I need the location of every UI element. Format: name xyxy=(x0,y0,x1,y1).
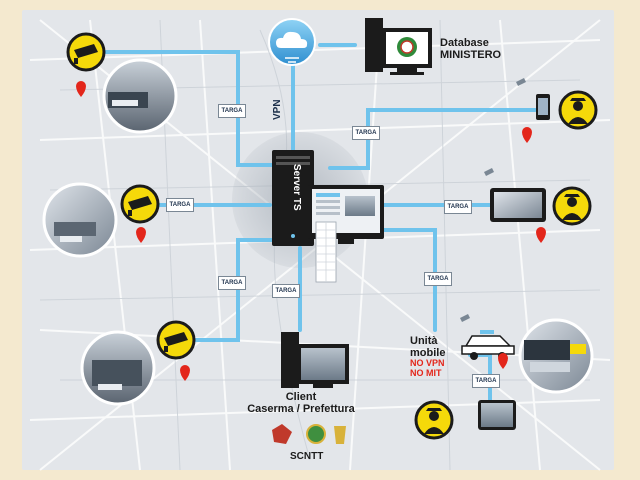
client-label: Client Caserma / Prefettura xyxy=(226,391,376,415)
server-label: Server TS xyxy=(291,164,302,211)
police-officer-badge-middle xyxy=(552,186,592,226)
vpn-label: VPN xyxy=(272,99,283,120)
police-officer-badge-top xyxy=(558,90,598,130)
database-label-line-2: MINISTERO xyxy=(440,48,502,61)
server-monitor xyxy=(308,185,384,283)
client-label-line-2: Caserma / Prefettura xyxy=(247,402,355,415)
database-computer-icon xyxy=(365,18,432,75)
cable-tag-5: TARGA xyxy=(352,126,380,140)
institution-emblems xyxy=(272,424,346,444)
tablet-mobile-unit xyxy=(478,400,516,430)
client-label-line-1: Client xyxy=(285,391,317,403)
server-ts-tower xyxy=(272,150,314,246)
cable-tag-2: TARGA xyxy=(166,198,194,212)
scntt-label: SCNTT xyxy=(290,451,324,462)
no-mit-label: NO MIT xyxy=(410,367,442,378)
cloud-vpn-icon xyxy=(268,18,316,66)
camera-photo-middle-left xyxy=(42,182,118,258)
cable-tag-7: TARGA xyxy=(424,272,452,286)
speed-camera-badge-top xyxy=(66,32,106,72)
cable-tag-6: TARGA xyxy=(444,200,472,214)
cable-tag-1: TARGA xyxy=(218,104,246,118)
mobile-phone-icon xyxy=(536,94,550,120)
speed-camera-badge-middle xyxy=(120,184,160,224)
speed-camera-badge-bottom xyxy=(156,320,196,360)
database-label-line-1: Database xyxy=(440,37,489,49)
cable-tag-8: TARGA xyxy=(472,374,500,388)
police-officer-badge-bottom xyxy=(414,400,454,440)
camera-photo-top-left xyxy=(102,58,178,134)
mobile-unit-label: Unità mobile NO VPN NO MIT xyxy=(410,335,446,378)
antenna-icons xyxy=(460,78,526,322)
mobile-unit-label-line-2: mobile xyxy=(410,346,446,359)
client-computer-icon xyxy=(281,332,349,388)
map-pin-icons xyxy=(76,81,546,381)
tablet-camera-view xyxy=(490,188,546,222)
cable-tag-3: TARGA xyxy=(218,276,246,290)
database-label: Database MINISTERO xyxy=(440,37,502,61)
mobile-unit-label-line-1: Unità xyxy=(410,335,438,347)
no-vpn-label: NO VPN xyxy=(410,358,445,369)
cable-tag-4: TARGA xyxy=(272,284,300,298)
camera-photo-mobile-unit xyxy=(518,318,594,394)
camera-photo-bottom-left xyxy=(80,330,156,406)
